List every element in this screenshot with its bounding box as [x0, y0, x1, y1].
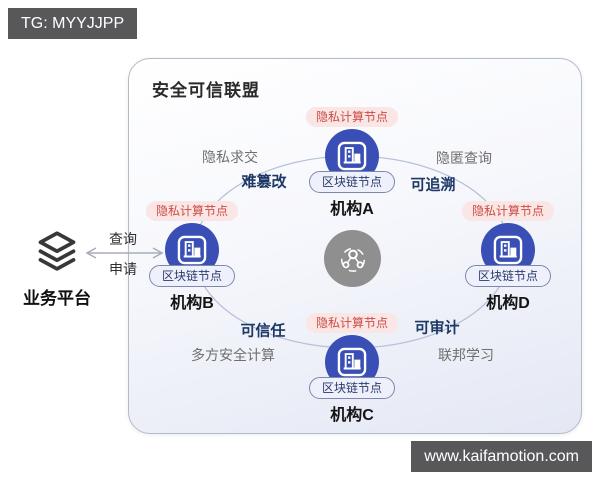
org-node-C: 隐私计算节点 区块链节点 机构C — [290, 313, 414, 425]
business-platform: 业务平台 — [12, 228, 102, 309]
org-name: 机构A — [330, 201, 374, 218]
blockchain-node-label: 区块链节点 — [308, 171, 395, 193]
blockchain-node-label: 区块链节点 — [148, 265, 235, 287]
blockchain-node-label: 区块链节点 — [464, 265, 551, 287]
org-name: 机构D — [486, 295, 530, 312]
edge-feature-top-right: 隐匿查询 — [436, 150, 492, 166]
edge-property-top-right: 可追溯 — [410, 176, 456, 194]
privacy-compute-label: 隐私计算节点 — [305, 313, 398, 333]
org-node-B: 隐私计算节点 区块链节点 机构B — [130, 201, 254, 313]
org-name: 机构C — [330, 407, 374, 424]
watermark-top-left: TG: MYYJJPP — [8, 8, 138, 39]
org-name: 机构B — [170, 295, 214, 312]
privacy-compute-label: 隐私计算节点 — [305, 107, 398, 127]
edge-property-bottom-right: 可审计 — [414, 319, 460, 337]
blockchain-node-label: 区块链节点 — [308, 377, 395, 399]
arrow-head-left-icon — [85, 247, 97, 259]
edge-property-top-left: 难篡改 — [241, 173, 287, 191]
arrow-label-apply: 申请 — [109, 261, 137, 277]
edge-feature-bottom-right: 联邦学习 — [438, 347, 494, 363]
edge-property-bottom-left: 可信任 — [240, 322, 286, 340]
privacy-compute-label: 隐私计算节点 — [145, 201, 238, 221]
network-hub-icon — [324, 230, 381, 287]
edge-feature-bottom-left: 多方安全计算 — [191, 347, 275, 363]
platform-label: 业务平台 — [23, 289, 91, 308]
arrow-label-query: 查询 — [109, 231, 137, 247]
arrow-head-right-icon — [152, 247, 164, 259]
alliance-title: 安全可信联盟 — [152, 81, 260, 100]
edge-feature-top-left: 隐私求交 — [202, 149, 258, 165]
layers-icon — [33, 228, 81, 281]
watermark-bottom-right: www.kaifamotion.com — [411, 441, 592, 472]
org-node-D: 隐私计算节点 区块链节点 机构D — [446, 201, 570, 313]
org-node-A: 隐私计算节点 区块链节点 机构A — [290, 107, 414, 219]
privacy-compute-label: 隐私计算节点 — [461, 201, 554, 221]
